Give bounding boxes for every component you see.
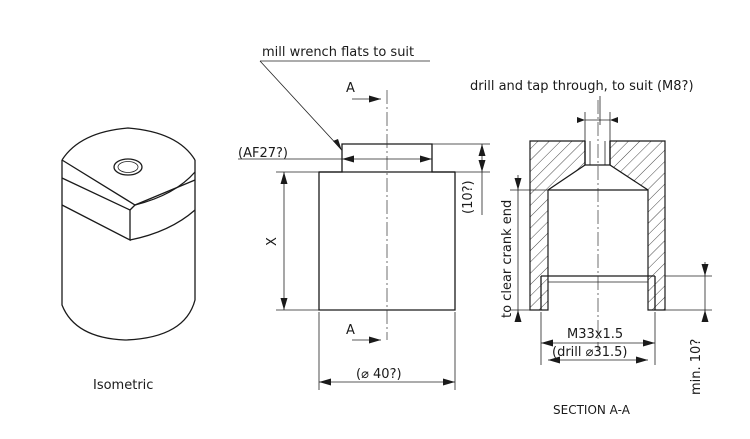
clear-crank-label: to clear crank end xyxy=(500,200,515,318)
section-caption: SECTION A-A xyxy=(553,403,631,417)
front-view: A A mill wrench flats to suit (AF27?) (1… xyxy=(238,45,490,390)
section-left-wall xyxy=(529,140,586,311)
flat-depth-label: (10?) xyxy=(461,180,476,214)
drill-note: drill and tap through, to suit (M8?) xyxy=(470,79,694,94)
iso-top-front-arc xyxy=(134,171,196,206)
af-dim-label: (AF27?) xyxy=(238,146,288,161)
drill-spec-label: (drill ⌀31.5) xyxy=(552,345,627,360)
iso-top-hole xyxy=(113,158,143,176)
section-arrow-bottom-label: A xyxy=(346,323,355,338)
iso-top-rear-arc xyxy=(61,127,196,161)
iso-flat-top-edge xyxy=(61,159,196,206)
iso-body-outline xyxy=(61,160,196,341)
isometric-caption: Isometric xyxy=(93,378,153,393)
isometric-view: Isometric xyxy=(61,127,196,393)
thread-spec-label: M33x1.5 xyxy=(567,327,623,342)
diameter-dim-label: (⌀ 40?) xyxy=(356,367,402,382)
mill-note: mill wrench flats to suit xyxy=(262,45,414,60)
height-dim-label: X xyxy=(265,237,280,246)
section-view: drill and tap through, to suit (M8?) to … xyxy=(470,79,712,417)
section-arrow-top-label: A xyxy=(346,81,355,96)
iso-wrench-flat xyxy=(61,177,131,242)
section-right-wall xyxy=(609,140,666,311)
min-depth-label: min. 10? xyxy=(689,339,704,395)
